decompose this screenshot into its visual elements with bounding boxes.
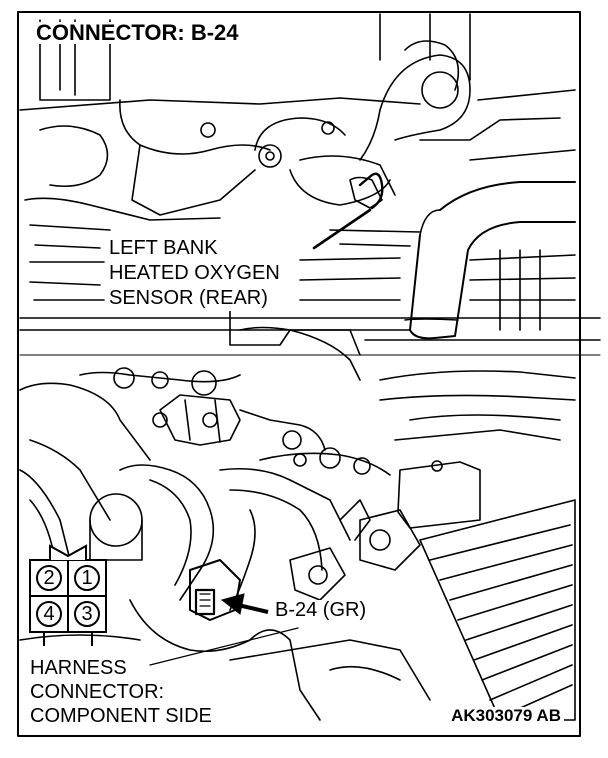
- pin-number: 3: [81, 603, 93, 625]
- sensor-label-line: LEFT BANK: [109, 237, 218, 259]
- pin-number: 2: [43, 567, 55, 589]
- sensor-label-line: SENSOR (REAR): [109, 287, 268, 309]
- harness-leader-line: [149, 627, 299, 666]
- harness-label-line: COMPONENT SIDE: [30, 704, 216, 728]
- sensor-label-line: HEATED OXYGEN: [109, 262, 280, 284]
- lower-engine-view: [19, 326, 601, 721]
- sensor-label: LEFT BANK HEATED OXYGEN SENSOR (REAR): [106, 236, 283, 311]
- harness-connector-label: HARNESS CONNECTOR: COMPONENT SIDE: [27, 656, 219, 728]
- figure-id: AK303079 AB: [448, 707, 564, 724]
- pin-diagram: [29, 544, 107, 646]
- connector-title: CONNECTOR: B-24: [33, 22, 242, 44]
- upper-engine-view: [19, 13, 601, 356]
- connector-callout: B-24 (GR): [273, 599, 369, 621]
- harness-label-line: HARNESS: [30, 656, 131, 680]
- pin-number: 4: [43, 603, 55, 625]
- connector-arrow: [220, 593, 269, 615]
- pin-number: 1: [81, 567, 93, 589]
- harness-label-line: CONNECTOR:: [30, 680, 169, 704]
